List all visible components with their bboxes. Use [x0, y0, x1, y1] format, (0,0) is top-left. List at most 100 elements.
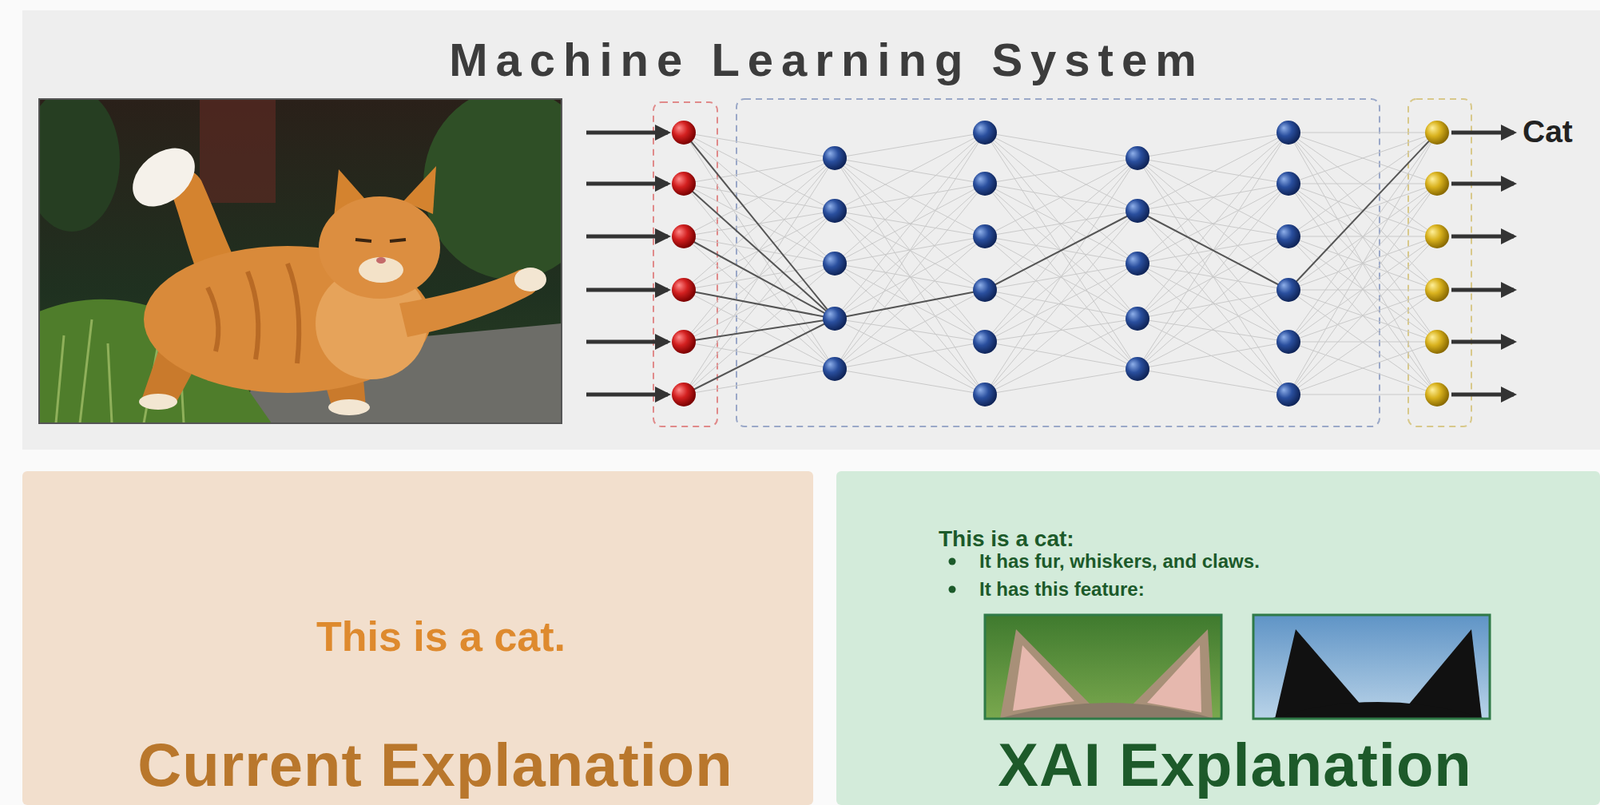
network-connection: [683, 236, 835, 319]
current-panel-ground: [22, 471, 814, 805]
network-connection: [683, 158, 835, 395]
neuron: [1125, 306, 1150, 331]
network-connection: [1137, 289, 1289, 370]
io-arrow: [586, 234, 668, 239]
cat-nose: [376, 257, 386, 264]
neuron: [972, 171, 997, 196]
network-connection: [1137, 236, 1289, 370]
label-holder: Cat: [1522, 113, 1598, 151]
network-connection: [1137, 132, 1289, 370]
network-connection: [834, 132, 985, 159]
network-connection: [1288, 394, 1438, 396]
tabby-ears-image: [984, 615, 1222, 719]
network-connection: [984, 158, 1138, 395]
network-connection: [1137, 132, 1289, 319]
io-arrow: [586, 182, 668, 187]
network-connection: [683, 183, 835, 319]
neuron: [671, 171, 696, 196]
connections: [683, 132, 1438, 395]
network-connection: [984, 132, 1138, 319]
network-connection: [984, 263, 1138, 395]
io-arrow: [1451, 340, 1514, 345]
neuron: [972, 329, 997, 354]
cat-body: [143, 246, 432, 394]
neuron: [1276, 120, 1301, 145]
network-connection: [683, 132, 835, 264]
neuron: [1125, 146, 1150, 171]
neuron: [1425, 277, 1450, 302]
neuron: [1425, 171, 1450, 196]
neural-network: [586, 120, 1514, 407]
network-connection: [984, 210, 1138, 395]
network-connection: [834, 236, 985, 264]
network-connection: [834, 158, 985, 342]
network-connection: [1288, 132, 1438, 237]
neuron: [822, 357, 847, 382]
bullet-dot: [948, 558, 957, 566]
network-connection: [1137, 263, 1289, 395]
network-connection: [1288, 132, 1438, 342]
network-connection: [1288, 341, 1438, 395]
neuron: [822, 198, 847, 223]
network-connection: [1137, 132, 1289, 159]
network-connection: [834, 183, 985, 370]
active-connection: [683, 183, 835, 319]
cat-foot: [138, 393, 178, 410]
active-connection: [984, 210, 1138, 290]
network-connection: [834, 132, 985, 319]
io-arrow: [586, 393, 668, 398]
io-arrow: [1451, 393, 1514, 398]
network-connection: [1137, 158, 1289, 342]
neuron: [1276, 382, 1301, 407]
network-connection: [683, 341, 835, 370]
network-connection: [1288, 183, 1438, 395]
cat-stripes: [207, 263, 299, 364]
network-connection: [683, 132, 835, 159]
prediction-text: This is a cat.: [22, 613, 814, 662]
network-connection: [1137, 183, 1289, 211]
network-connection: [683, 158, 835, 342]
cat-head: [318, 196, 441, 299]
network-connection: [1137, 183, 1289, 370]
network-connection: [834, 236, 985, 370]
network-connection: [834, 289, 985, 319]
title-holder: Machine Learning System: [387, 33, 1267, 88]
network-connection: [683, 132, 835, 319]
network-connection: [1137, 289, 1289, 319]
network-connection: [1288, 132, 1438, 184]
network-connection: [1137, 369, 1289, 395]
network-connection: [834, 132, 985, 211]
network-connection: [683, 132, 835, 211]
network-connection: [984, 132, 1138, 264]
cat-photo: [39, 99, 562, 424]
io-arrow: [586, 340, 668, 345]
active-connection: [683, 236, 835, 319]
brick-wall: [199, 99, 276, 203]
photo-frame: [39, 99, 562, 424]
io-arrow: [1451, 288, 1514, 293]
cat-head: [1270, 702, 1486, 719]
panel-heading: Current Explanation: [22, 730, 814, 800]
cat-paw-tip: [514, 267, 547, 292]
neuron: [822, 306, 847, 331]
network-connection: [984, 158, 1138, 184]
cat-eyes: [355, 239, 406, 242]
network-connection: [834, 318, 985, 395]
active-connection: [683, 289, 835, 319]
image-frame: [1253, 615, 1490, 719]
network-connection: [683, 132, 835, 370]
network-connection: [1137, 132, 1289, 211]
neurons: [671, 120, 1450, 407]
network-connection: [834, 132, 985, 370]
cat-muzzle: [358, 257, 404, 283]
network-connection: [1137, 158, 1289, 395]
neuron: [671, 329, 696, 354]
active-connection: [1137, 210, 1289, 290]
ear-inner: [1012, 645, 1075, 711]
network-connection: [683, 210, 835, 395]
black-ears-image: [1253, 615, 1490, 719]
network-connection: [834, 210, 985, 395]
network-connection: [683, 318, 835, 395]
output-class-label: Cat: [1522, 113, 1598, 151]
